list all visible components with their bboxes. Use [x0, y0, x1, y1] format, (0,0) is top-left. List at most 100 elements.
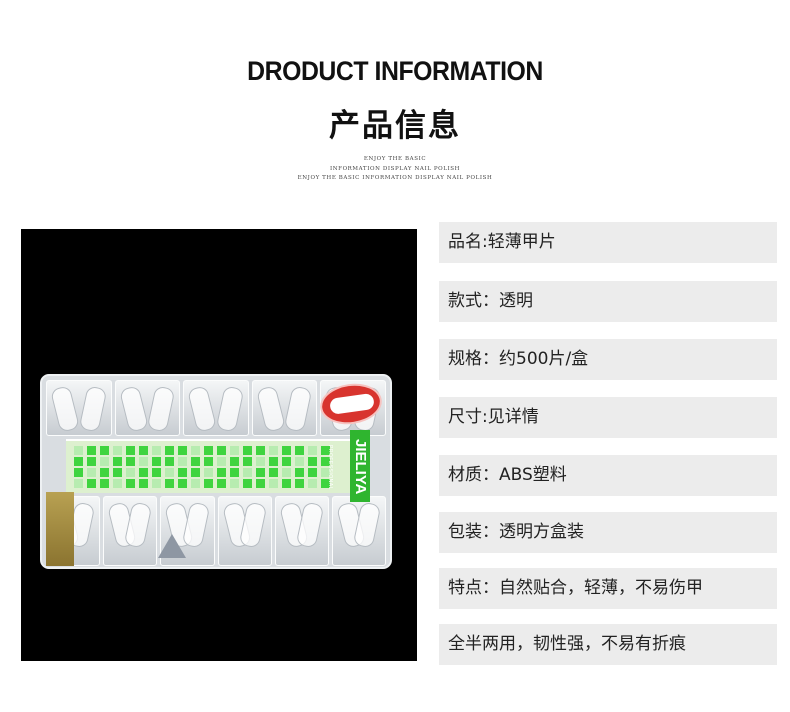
subtitle-line-1: ENJOY THE BASIC — [363, 156, 427, 162]
size-square — [269, 468, 278, 477]
size-square — [178, 479, 187, 488]
size-square — [113, 446, 122, 455]
size-square — [191, 468, 200, 477]
size-square — [217, 479, 226, 488]
size-square — [204, 468, 213, 477]
size-square — [256, 479, 265, 488]
size-square — [113, 457, 122, 466]
nail-tip-case: JIELIYA PROFESSIONAL — [40, 374, 392, 569]
compartment — [217, 496, 272, 566]
size-square — [191, 457, 200, 466]
size-square — [165, 468, 174, 477]
size-square — [321, 457, 330, 466]
size-square — [139, 446, 148, 455]
gold-certificate-label — [46, 492, 74, 566]
size-square — [217, 457, 226, 466]
size-square — [74, 479, 83, 488]
size-square — [308, 446, 317, 455]
size-square — [282, 446, 291, 455]
size-square — [152, 468, 161, 477]
size-square — [269, 457, 278, 466]
size-square — [295, 479, 304, 488]
size-square — [152, 479, 161, 488]
size-square — [256, 468, 265, 477]
compartment — [331, 496, 387, 566]
size-square — [152, 457, 161, 466]
info-row-feature-2: 全半两用，韧性强，不易有折痕 — [439, 624, 777, 665]
brand-sub: PROFESSIONAL — [327, 444, 333, 490]
size-square — [191, 446, 200, 455]
size-square — [113, 479, 122, 488]
size-square — [100, 446, 109, 455]
size-square — [100, 457, 109, 466]
size-square — [100, 468, 109, 477]
size-square — [204, 457, 213, 466]
size-square — [308, 468, 317, 477]
size-square — [282, 468, 291, 477]
brand-label-strip — [350, 430, 370, 502]
size-square — [269, 479, 278, 488]
size-square — [217, 446, 226, 455]
size-square — [217, 468, 226, 477]
size-square — [74, 446, 83, 455]
size-square — [87, 479, 96, 488]
compartment — [251, 380, 318, 436]
compartment — [183, 380, 249, 436]
size-square — [243, 446, 252, 455]
size-squares — [74, 446, 330, 488]
brand-logo: JIELIYA PROFESSIONAL — [327, 434, 375, 500]
size-square — [165, 446, 174, 455]
size-square — [113, 468, 122, 477]
size-square — [74, 457, 83, 466]
size-label-band — [66, 439, 350, 493]
compartment — [46, 380, 112, 436]
brand-name: JIELIYA — [352, 439, 369, 495]
size-square — [165, 479, 174, 488]
size-square — [308, 457, 317, 466]
size-square — [230, 479, 239, 488]
size-square — [178, 457, 187, 466]
size-square — [126, 457, 135, 466]
size-square — [87, 446, 96, 455]
title-en: DRODUCT INFORMATION — [247, 56, 543, 86]
subtitle-line-3: ENJOY THE BASIC INFORMATION DISPLAY NAIL… — [297, 175, 493, 181]
size-square — [321, 479, 330, 488]
size-square — [321, 446, 330, 455]
size-square — [74, 468, 83, 477]
size-square — [243, 457, 252, 466]
info-row-spec: 规格：约500片/盒 — [439, 339, 777, 380]
badge-inner — [329, 392, 375, 415]
size-square — [321, 468, 330, 477]
size-square — [256, 457, 265, 466]
size-square — [295, 457, 304, 466]
size-square — [204, 446, 213, 455]
size-square — [204, 479, 213, 488]
compartment — [103, 496, 158, 566]
info-row-size: 尺寸:见详情 — [439, 397, 777, 438]
size-square — [295, 446, 304, 455]
recycle-triangle-icon — [158, 534, 186, 558]
size-square — [230, 457, 239, 466]
size-square — [243, 479, 252, 488]
info-row-name: 品名:轻薄甲片 — [439, 222, 777, 263]
size-square — [126, 479, 135, 488]
size-square — [100, 479, 109, 488]
compartment — [114, 380, 181, 436]
size-square — [165, 457, 174, 466]
title-cn: 产品信息 — [329, 108, 461, 144]
size-square — [191, 479, 200, 488]
subtitle-line-2: INFORMATION DISPLAY NAIL POLISH — [329, 166, 461, 172]
size-square — [308, 479, 317, 488]
size-square — [282, 457, 291, 466]
size-square — [282, 479, 291, 488]
product-photo: JIELIYA PROFESSIONAL — [21, 229, 417, 661]
size-square — [139, 457, 148, 466]
size-square — [230, 446, 239, 455]
size-square — [126, 468, 135, 477]
size-square — [295, 468, 304, 477]
info-row-style: 款式：透明 — [439, 281, 777, 322]
info-row-feature: 特点：自然贴合，轻薄，不易伤甲 — [439, 568, 777, 609]
size-square — [256, 446, 265, 455]
size-square — [178, 468, 187, 477]
size-square — [152, 446, 161, 455]
